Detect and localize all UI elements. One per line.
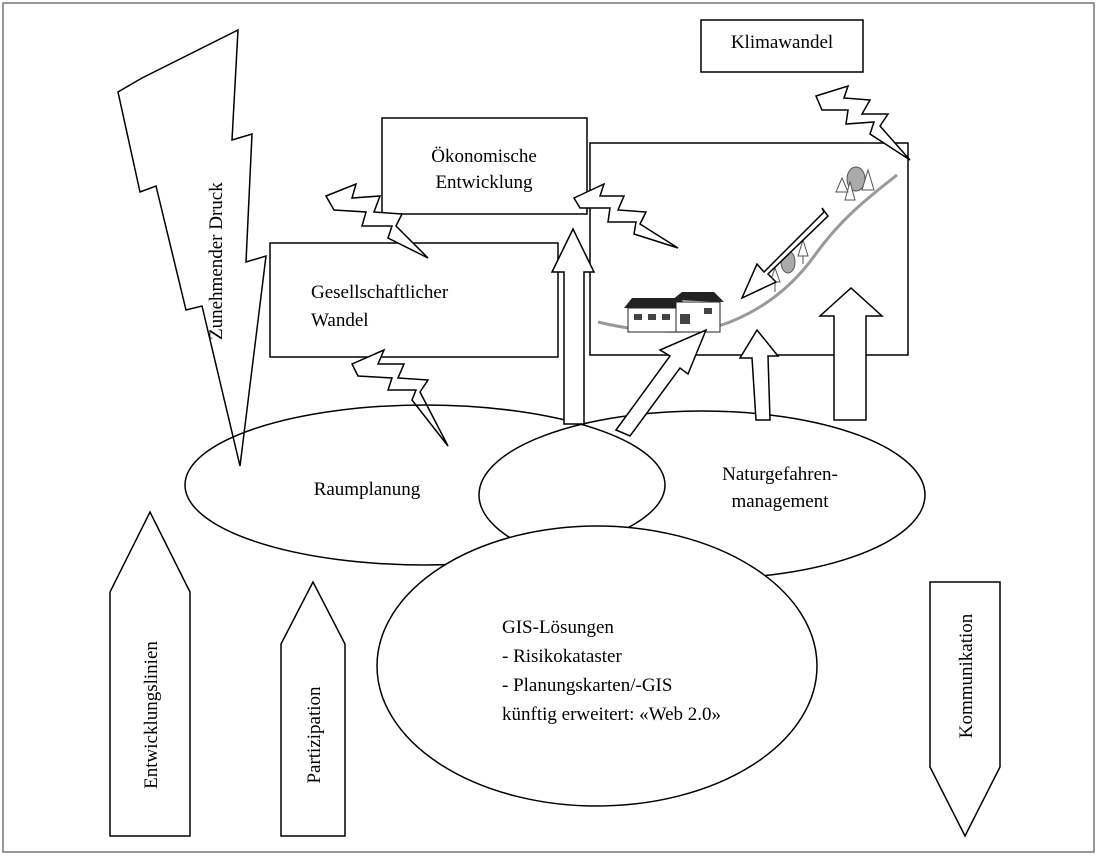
- partizipation-label: Partizipation: [304, 686, 325, 784]
- gesellschaftlicher-wandel-box: [269, 242, 559, 358]
- arrow-to-houses: [614, 328, 708, 437]
- naturgefahren-label-line2: management: [731, 491, 829, 512]
- zunehmender-druck-bolt: [117, 28, 267, 467]
- gesellschaftlicher-bolt: [350, 348, 449, 447]
- klimawandel-box: [700, 19, 864, 73]
- arrow-naturgefahren-right: [818, 286, 884, 421]
- gis-title-label: GIS-Lösungen: [502, 617, 614, 638]
- raumplanung-label: Raumplanung: [314, 479, 421, 500]
- oekonomische-bolt-right: [572, 182, 679, 249]
- houses-icon: [624, 292, 724, 333]
- landslide-arrow: [740, 207, 829, 300]
- oekonomische-label-line1: Ökonomische: [431, 146, 537, 167]
- gesellschaftlicher-label-line2: Wandel: [311, 310, 369, 331]
- oekonomische-label-line2: Entwicklung: [435, 172, 533, 193]
- entwicklungslinien-arrow: [109, 510, 191, 837]
- gis-item-risikokataster: - Risikokataster: [502, 646, 622, 667]
- gesellschaftlicher-label-line1: Gesellschaftlicher: [311, 282, 449, 303]
- oekonomische-bolt-left: [324, 182, 429, 259]
- raumplanung-ellipse: [184, 404, 666, 566]
- trees-icon: [769, 166, 875, 292]
- klimawandel-label: Klimawandel: [731, 32, 833, 53]
- arrow-naturgefahren-middle: [738, 328, 780, 421]
- oekonomische-entwicklung-box: [381, 117, 588, 215]
- kommunikation-label: Kommunikation: [956, 613, 977, 738]
- gis-future-label: künftig erweitert: «Web 2.0»: [502, 704, 721, 725]
- klimawandel-bolt: [814, 84, 911, 161]
- entwicklungslinien-label: Entwicklungslinien: [141, 641, 162, 789]
- gis-loesungen-ellipse: [376, 525, 818, 807]
- naturgefahren-label-line1: Naturgefahren-: [722, 464, 838, 485]
- gis-item-planungskarten: - Planungskarten/-GIS: [502, 675, 672, 696]
- kommunikation-arrow: [929, 581, 1001, 838]
- zunehmender-druck-label: Zunehmender Druck: [206, 182, 227, 340]
- arrow-raumplanung-to-oekonomische: [550, 227, 596, 425]
- partizipation-arrow: [280, 580, 346, 837]
